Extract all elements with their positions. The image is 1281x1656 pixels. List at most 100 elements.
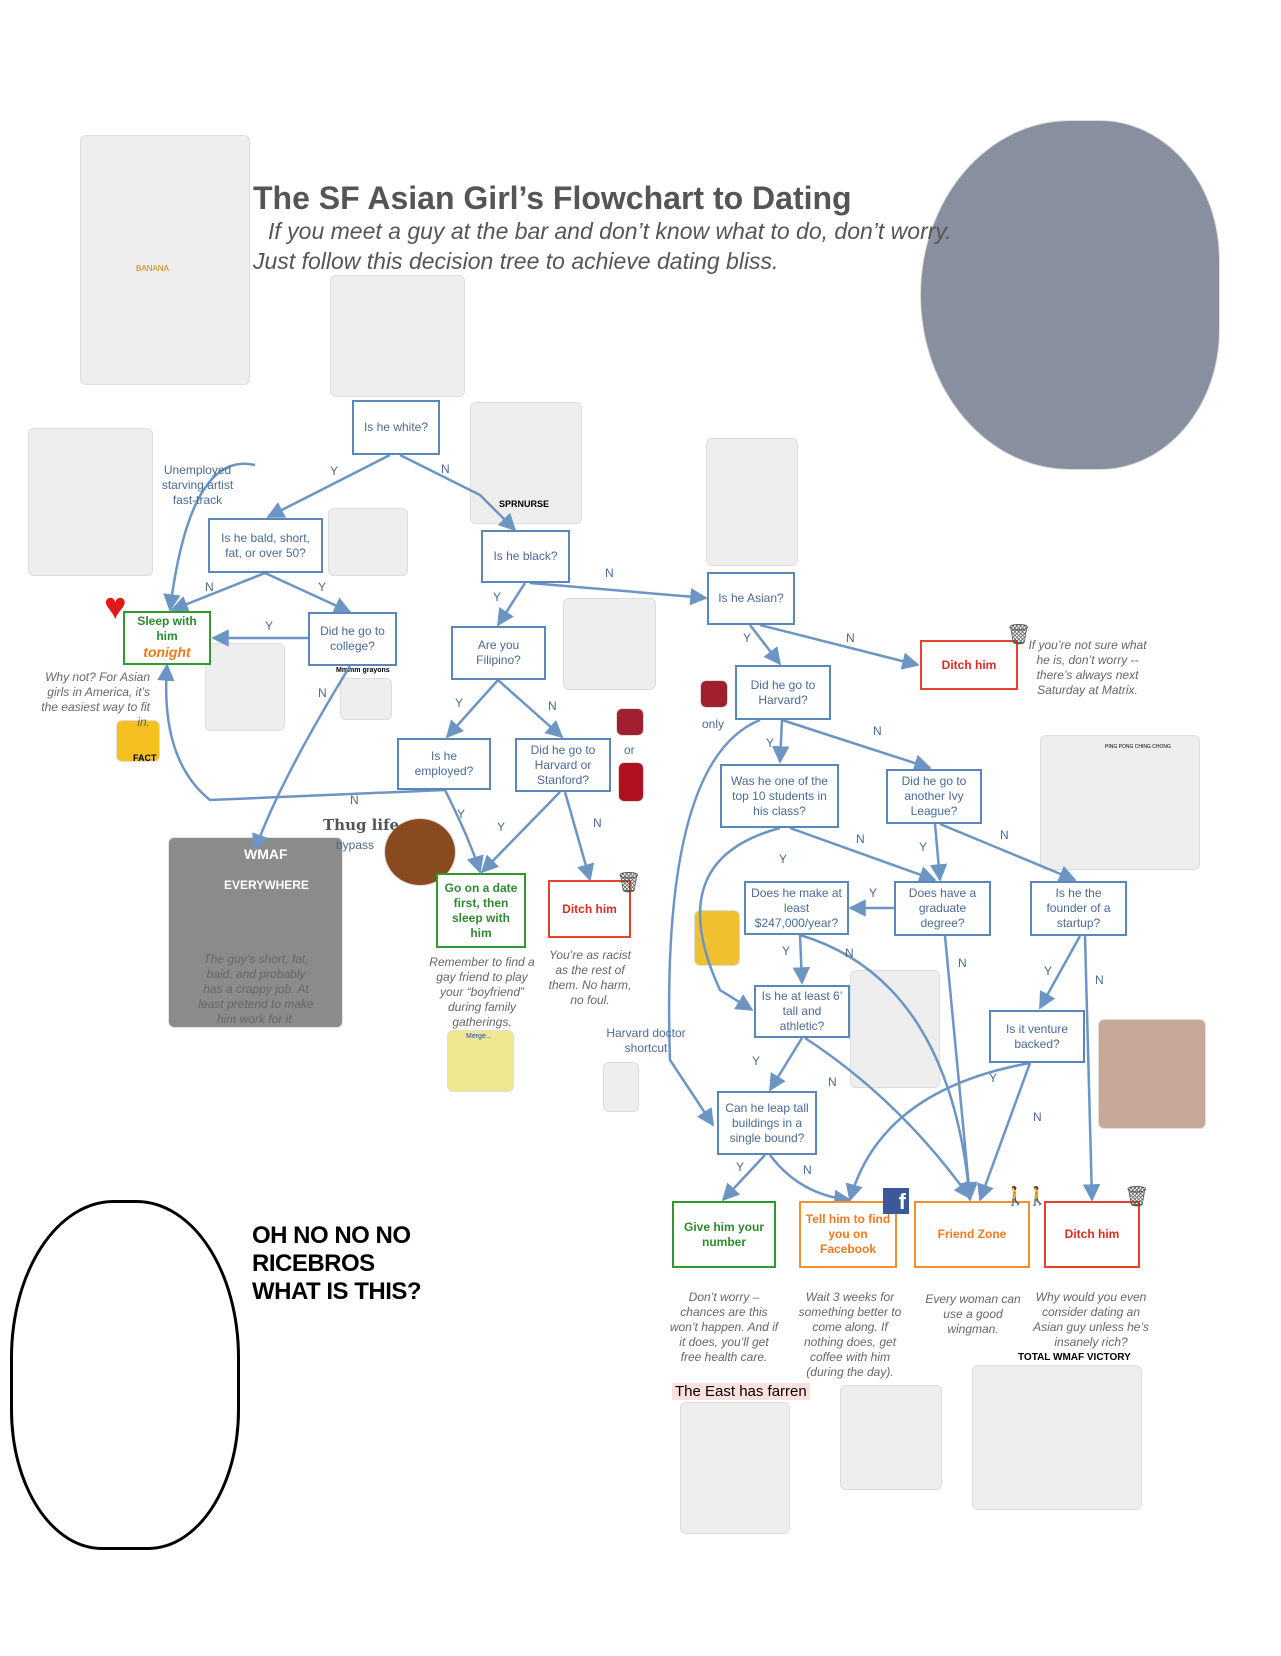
edge-label-y: Y — [766, 736, 775, 750]
man-illustration — [330, 275, 465, 397]
fact-illustration: FACT — [116, 720, 160, 763]
node-did-he-go-to-college: Did he go to college? — [308, 612, 397, 666]
artist-illustration — [28, 428, 153, 576]
node-go-on-a-date: Go on a date first, then sleep with him — [436, 873, 526, 948]
thug-life-label: Thug life — [323, 816, 400, 834]
wmaf-overlay-image: WMAF EVERYWHERE — [168, 837, 343, 1028]
node-is-he-asian: Is he Asian? — [707, 572, 795, 625]
bypass-label: bypass — [336, 838, 375, 852]
trash-icon: 🗑 — [1124, 1186, 1150, 1208]
bald-man-illustration — [328, 508, 408, 576]
node-graduate-degree: Does have a graduate degree? — [894, 881, 991, 936]
node-is-he-bald: Is he bald, short, fat, or over 50? — [208, 518, 323, 573]
edge-label-y: Y — [455, 696, 464, 710]
meme-line-3: WHAT IS THIS? — [252, 1278, 422, 1305]
edge-label-y: Y — [457, 807, 466, 821]
node-sleep-with-him: Sleep with him tonight — [123, 611, 211, 665]
or-label: or — [624, 743, 635, 757]
node-is-he-white: Is he white? — [352, 400, 440, 455]
facebook-icon: f — [883, 1188, 909, 1214]
subtitle-2: Just follow this decision tree to achiev… — [253, 248, 779, 274]
edge-label-n: N — [605, 566, 614, 580]
edge-label-y: Y — [330, 464, 339, 478]
edge-label-y: Y — [779, 852, 788, 866]
crying-man-illustration — [840, 1385, 942, 1490]
couple-illustration — [972, 1365, 1142, 1510]
wojak-face-illustration — [10, 1200, 240, 1550]
edge-label-y: Y — [989, 1071, 998, 1085]
note-facebook: Wait 3 weeks for something better to com… — [798, 1290, 902, 1379]
edge-label-y: Y — [752, 1054, 761, 1068]
node-make-247k: Does he make at least $247,000/year? — [744, 881, 849, 935]
man-illustration-6 — [680, 1402, 790, 1534]
fact-caption: FACT — [133, 753, 157, 763]
meme-caption: OH NO NO NO RICEBROS WHAT IS THIS? — [252, 1222, 422, 1306]
note-bald: The guy’s short, fat, bald, and probably… — [198, 952, 314, 1026]
node-top-10-students: Was he one of the top 10 students in his… — [720, 764, 839, 828]
edge-label-y: Y — [736, 1160, 745, 1174]
edge-label-y: Y — [869, 886, 878, 900]
trash-icon: 🗑 — [1006, 624, 1032, 646]
node-ditch-him-3: Ditch him — [1044, 1201, 1140, 1268]
edge-label-n: N — [548, 699, 557, 713]
edge-label-n: N — [856, 832, 865, 846]
note-ditch-final: Why would you even consider dating an As… — [1033, 1290, 1149, 1349]
edge-label-y: Y — [318, 580, 327, 594]
node-friend-zone: Friend Zone — [914, 1201, 1030, 1268]
man-illustration-5 — [850, 970, 940, 1088]
edge-label-y: Y — [265, 619, 274, 633]
note-ditch-racist: You’re as racist as the rest of them. No… — [548, 948, 632, 1007]
node-harvard-or-stanford: Did he go to Harvard or Stanford? — [515, 738, 611, 792]
trash-icon: 🗑 — [616, 872, 642, 894]
node-ditch-him-2: Ditch him — [548, 880, 631, 938]
harvard-shield-icon-2 — [616, 708, 644, 736]
node-find-you-on-facebook: Tell him to find you on Facebook — [799, 1201, 897, 1268]
edge-label-n: N — [1000, 828, 1009, 842]
group-illustration — [1098, 1019, 1206, 1129]
harvard-shield-icon — [700, 680, 728, 708]
node-is-he-black: Is he black? — [481, 530, 570, 583]
victory-caption: TOTAL WMAF VICTORY — [1018, 1352, 1131, 1363]
merge-illustration: Merge... — [447, 1030, 514, 1092]
node-are-you-filipino: Are you Filipino? — [451, 626, 546, 680]
node-venture-backed: Is it venture backed? — [989, 1010, 1085, 1063]
note-artist: Unemployed starving artist fast-track — [161, 463, 234, 507]
edge-label-n: N — [803, 1163, 812, 1177]
note-friend: Every woman can use a good wingman. — [925, 1292, 1021, 1336]
edge-label-y: Y — [919, 840, 928, 854]
face-illustration — [706, 438, 798, 566]
caduceus-icon — [603, 1062, 639, 1112]
node-six-feet-tall: Is he at least 6’ tall and athletic? — [754, 985, 850, 1038]
edge-label-n: N — [1095, 973, 1104, 987]
edge-label-n: N — [828, 1075, 837, 1089]
stanford-logo-icon — [618, 762, 644, 802]
node-is-he-employed: Is he employed? — [397, 738, 491, 790]
edge-label-n: N — [958, 956, 967, 970]
node-did-he-go-to-harvard: Did he go to Harvard? — [735, 665, 831, 720]
node-founder-of-startup: Is he the founder of a startup? — [1030, 881, 1127, 936]
meme-line-1: OH NO NO NO — [252, 1222, 411, 1249]
edge-label-n: N — [1033, 1110, 1042, 1124]
grayons-illustration — [340, 678, 392, 720]
note-harvard-shortcut: Harvard doctor shortcut — [606, 1026, 686, 1055]
note-ditch-asian: If you’re not sure what he is, don’t wor… — [1028, 638, 1147, 697]
note-give: Don’t worry – chances are this won’t hap… — [669, 1290, 779, 1364]
page-title: The SF Asian Girl’s Flowchart to Dating — [253, 180, 852, 216]
man-illustration-4 — [205, 643, 285, 731]
blimp-illustration — [920, 120, 1220, 470]
edge-label-y: Y — [493, 590, 502, 604]
heart-icon: ♥ — [104, 586, 127, 628]
merge-caption: Merge... — [466, 1033, 492, 1040]
only-label: only — [702, 717, 725, 731]
gallows-illustration: PING PONG CHING CHONG — [1040, 735, 1200, 870]
east-caption: The East has farren — [672, 1383, 810, 1400]
edge-label-y: Y — [782, 944, 791, 958]
edge-label-y: Y — [497, 820, 506, 834]
edge-label-n: N — [441, 462, 450, 476]
edge-label-y: Y — [743, 631, 752, 645]
tonight-label: tonight — [143, 644, 191, 661]
couple-icon: 🚶🚶 — [1004, 1186, 1049, 1206]
girl-illustration: BANANA — [80, 135, 250, 385]
subtitle-1: If you meet a guy at the bar and don’t k… — [268, 218, 952, 244]
